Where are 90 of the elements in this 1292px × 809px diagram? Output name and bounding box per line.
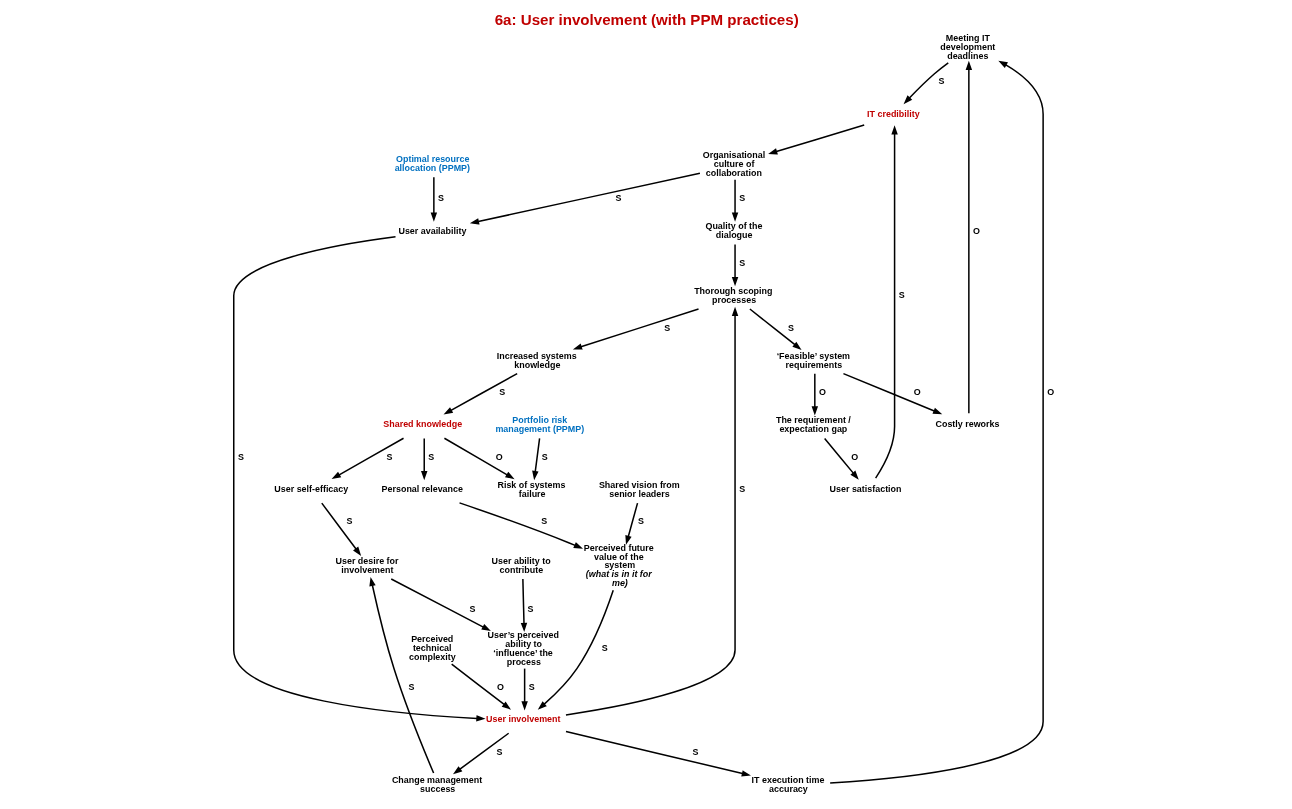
node-text: The requirement / expectation gap [775, 415, 851, 435]
node-text: Shared knowledge [383, 419, 463, 430]
arrow [731, 243, 739, 287]
arrow [453, 732, 510, 775]
node-text: Perceived future value of the system (what is in it for me) [583, 542, 654, 589]
arrow [390, 578, 491, 632]
node-text: Risk of systems failure [497, 479, 566, 499]
node-text: ‘Feasible’ system requirements [776, 350, 851, 370]
node-text: User ability to contribute [491, 555, 551, 575]
node-text: Shared vision from senior leaders [598, 479, 680, 499]
edge-label: O [913, 387, 921, 398]
edge-label: S [898, 290, 905, 301]
edge-label: S [739, 257, 746, 268]
edge-label: S [541, 516, 548, 527]
arrow [532, 437, 541, 481]
node-text: Meeting IT development deadlines [940, 33, 996, 61]
arrow [811, 373, 819, 416]
arrow [537, 589, 614, 710]
arrow [768, 124, 865, 155]
arrow [443, 437, 515, 480]
node-text: Thorough scoping processes [694, 286, 773, 305]
node-text: Costly reworks [935, 419, 1000, 430]
node-text: Optimal resource allocation (PPMP) [394, 154, 471, 174]
node-text: Portfolio risk management (PPMP) [495, 415, 585, 435]
arrow [458, 502, 584, 549]
arrow [369, 576, 435, 774]
arrow [842, 372, 943, 415]
node-text: User self-efficacy [274, 484, 349, 495]
arrow [903, 62, 949, 105]
arrow [565, 306, 739, 716]
node-text: User desire for involvement [335, 555, 399, 575]
node-text: IT execution time accuracy [751, 774, 825, 794]
arrow [572, 308, 700, 350]
arrow [233, 236, 486, 722]
arrow [565, 730, 751, 777]
edge-label: S [664, 322, 671, 333]
arrow [731, 179, 739, 222]
edge-label: S [638, 516, 645, 527]
node-text: IT credibility [867, 108, 920, 119]
edge-label: S [408, 682, 415, 693]
edge-label: S [692, 746, 699, 757]
arrow [749, 308, 802, 350]
edge-label: S [615, 193, 622, 204]
arrow [520, 578, 528, 633]
edge-label: S [788, 322, 794, 333]
edge-label: S [528, 682, 535, 693]
edge-label: S [386, 451, 393, 462]
edge-label: S [437, 193, 444, 204]
arrow [430, 176, 438, 222]
arrow [625, 502, 639, 545]
edge-label: S [601, 642, 608, 653]
edge-label: O [851, 451, 859, 462]
edge-label: S [237, 451, 244, 462]
edge-label: S [346, 516, 353, 527]
edge-label: O [818, 387, 826, 398]
arrow [965, 60, 973, 414]
arrow [823, 437, 859, 480]
node-text: Increased systems knowledge [496, 350, 577, 370]
node-text: User availability [398, 225, 467, 236]
arrow [829, 60, 1044, 784]
edge-label: S [469, 603, 476, 614]
node-text: Organisational culture of collaboration [702, 149, 766, 178]
edge-label: S [499, 387, 506, 398]
edge-label: O [495, 451, 503, 462]
edge-label: S [428, 451, 435, 462]
edge-label: S [739, 484, 746, 495]
diagram-title: 6a: User involvement (with PPM practices) [494, 11, 799, 29]
arrow [521, 667, 528, 711]
edge-label: O [497, 682, 505, 693]
arrow [421, 437, 428, 481]
node-text: Personal relevance [381, 484, 463, 495]
arrow [443, 372, 518, 415]
arrow [450, 663, 511, 710]
node-text: Quality of the dialogue [705, 221, 763, 241]
edge-label: S [938, 76, 945, 87]
arrow [469, 172, 701, 225]
edge-label: O [972, 225, 980, 236]
node-text: User involvement [486, 714, 561, 725]
node-text: User satisfaction [829, 484, 902, 495]
arrow [874, 125, 898, 479]
edge-label: O [1047, 387, 1055, 398]
arrow [331, 437, 405, 480]
edge-label: S [496, 746, 503, 757]
node-text: User’s perceived ability to ‘influence’ the process [487, 629, 559, 667]
arrow [321, 502, 362, 556]
edge-label: S [527, 603, 534, 614]
node-text: Change management success [391, 774, 483, 794]
edge-label: S [739, 193, 746, 204]
node-text: Perceived technical complexity [409, 634, 456, 663]
edge-label: S [541, 451, 548, 462]
